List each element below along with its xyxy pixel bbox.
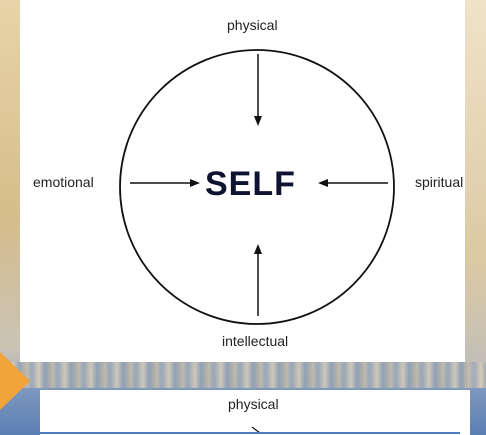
arrow-top-head [254,116,262,126]
self-center-label: SELF [205,165,296,203]
next-slide-panel [40,390,470,435]
arrow-bottom-head [254,244,262,254]
next-slide-label-physical: physical [228,396,279,412]
next-slide-rule [40,432,460,434]
label-spiritual: spiritual [415,174,464,190]
diagram-panel [20,0,465,362]
label-intellectual: intellectual [222,333,289,349]
background-strip [0,362,486,390]
next-slide-arrow-icon[interactable] [0,352,30,410]
self-circle [119,49,395,325]
label-emotional: emotional [33,174,94,190]
background-right [464,0,486,435]
arrow-left-head [190,179,200,187]
label-physical: physical [227,17,278,33]
arrow-right-head [318,179,328,187]
